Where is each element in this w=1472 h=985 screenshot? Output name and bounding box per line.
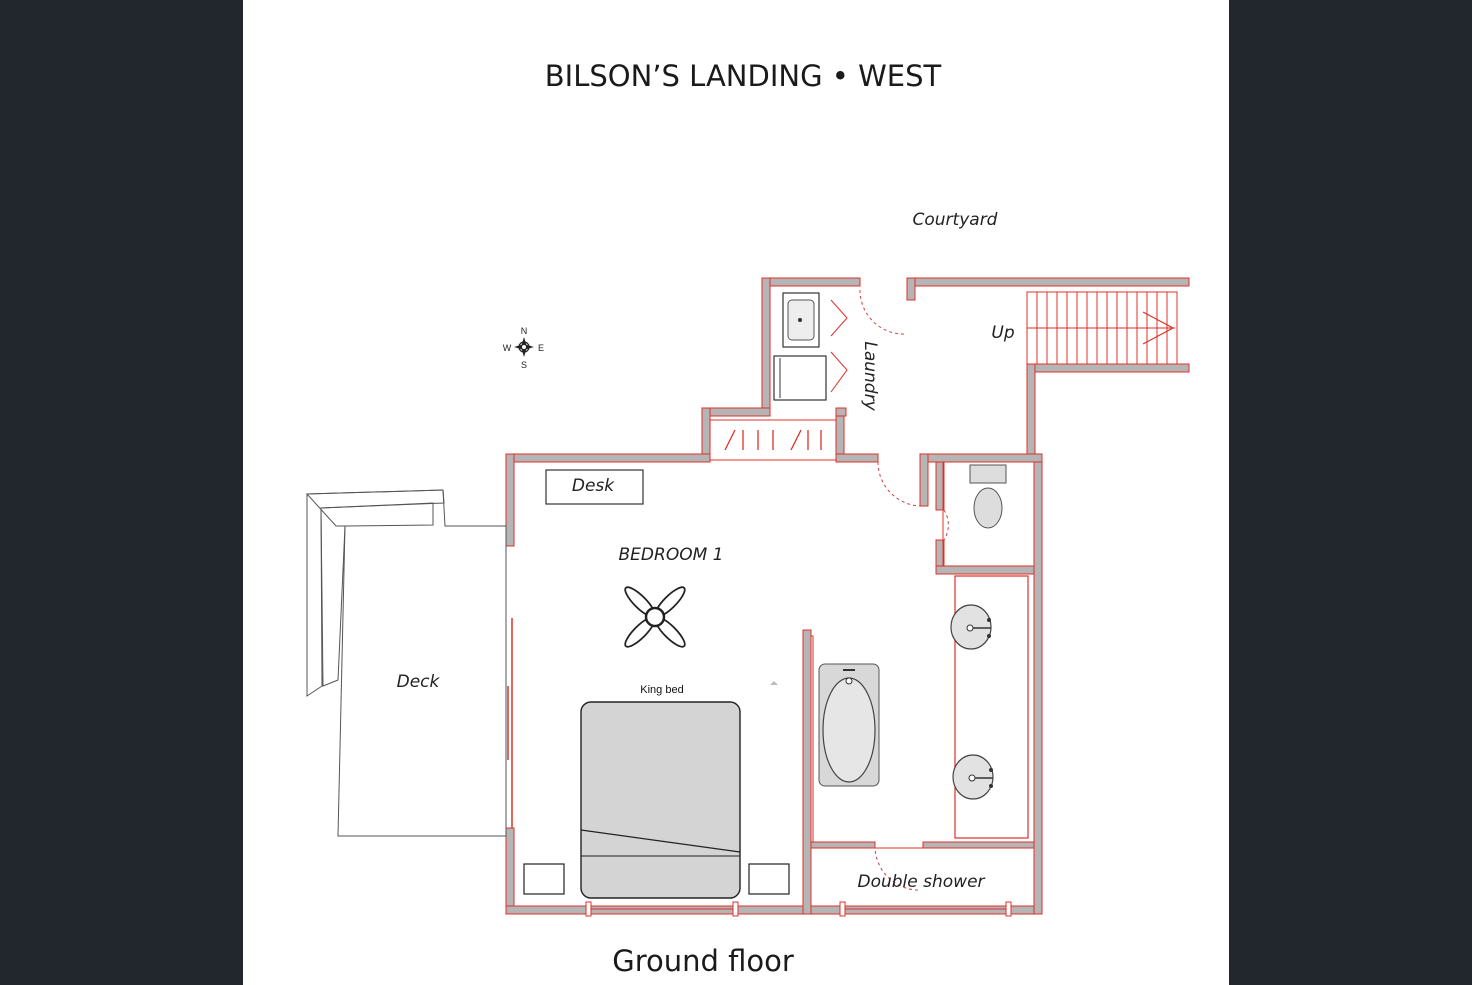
desk: Desk	[545, 469, 644, 505]
bedroom-label: BEDROOM 1	[619, 545, 724, 565]
compass-north: N	[521, 326, 528, 336]
compass-south: S	[521, 360, 527, 370]
floor-subtitle: Ground floor	[612, 944, 794, 978]
double-shower: Double shower	[811, 847, 1034, 892]
basin-bottom	[952, 754, 994, 800]
laundry-label: Laundry	[860, 341, 880, 411]
robe-shelves	[709, 419, 837, 461]
bedside-table-right	[748, 863, 790, 895]
washing-machine	[773, 355, 827, 401]
courtyard-label: Courtyard	[913, 210, 998, 230]
compass-east: E	[538, 343, 544, 353]
sliding-door	[507, 618, 513, 828]
compass-west: W	[503, 343, 512, 353]
plan-title: BILSON’S LANDING • WEST	[545, 59, 942, 93]
king-bed-label: King bed	[640, 684, 683, 696]
staircase: Up	[991, 291, 1178, 365]
door-swings	[859, 289, 949, 891]
king-bed: King bed	[523, 684, 790, 899]
windows	[585, 901, 1012, 917]
compass-icon: N S E W	[503, 326, 544, 370]
ceiling-fan-icon	[624, 586, 686, 648]
toilet	[942, 461, 1035, 567]
bathtub	[810, 635, 880, 843]
desk-label: Desk	[572, 476, 615, 496]
stairs-up-label: Up	[991, 323, 1014, 343]
double-vanity	[950, 575, 1029, 839]
laundry: Laundry	[773, 292, 880, 412]
bedside-table-left	[523, 863, 565, 895]
double-shower-label: Double shower	[857, 872, 985, 892]
floor-plan-sheet: BILSON’S LANDING • WEST Courtyard N S E …	[243, 0, 1229, 985]
deck-label: Deck	[397, 672, 441, 692]
marker-icon	[770, 681, 778, 685]
basin-top	[950, 604, 992, 650]
walls	[505, 277, 1190, 915]
deck: Deck	[305, 489, 507, 837]
floor-plan-drawing: BILSON’S LANDING • WEST Courtyard N S E …	[305, 59, 1190, 978]
